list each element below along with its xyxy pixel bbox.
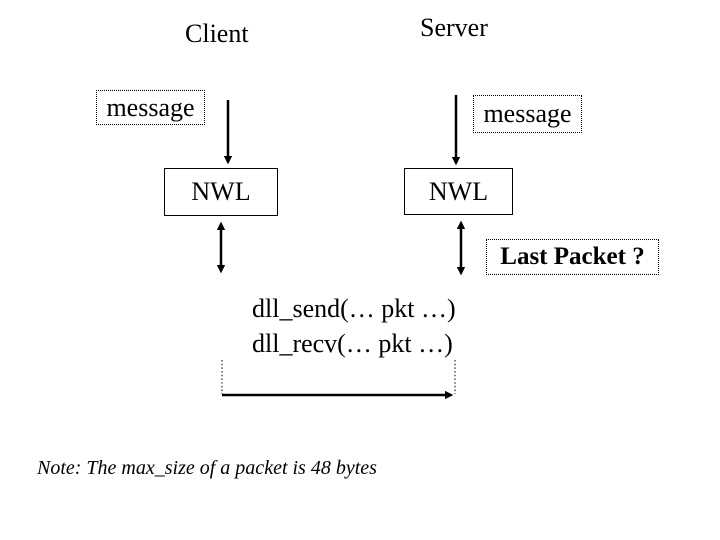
- server-message-label: message: [483, 99, 572, 128]
- server-title: Server: [420, 13, 488, 42]
- dll-send-call-label: dll_send(… pkt …): [252, 294, 456, 323]
- client-message-label: message: [106, 92, 195, 122]
- packet-flow-bracket-dotted-lines: [221, 360, 456, 394]
- last-packet-label: Last Packet ?: [500, 243, 645, 270]
- dll-recv-call-label: dll_recv(… pkt …): [252, 329, 453, 358]
- client-message-box: message: [96, 90, 205, 125]
- server-message-box: message: [473, 95, 582, 133]
- server-nwl-box: NWL: [404, 168, 513, 215]
- client-nwl-label: NWL: [191, 177, 251, 206]
- client-title: Client: [185, 19, 249, 48]
- server-nwl-label: NWL: [428, 176, 489, 206]
- note-text: Note: The max_size of a packet is 48 byt…: [37, 457, 377, 479]
- client-nwl-box: NWL: [164, 168, 278, 216]
- last-packet-box: Last Packet ?: [486, 239, 659, 275]
